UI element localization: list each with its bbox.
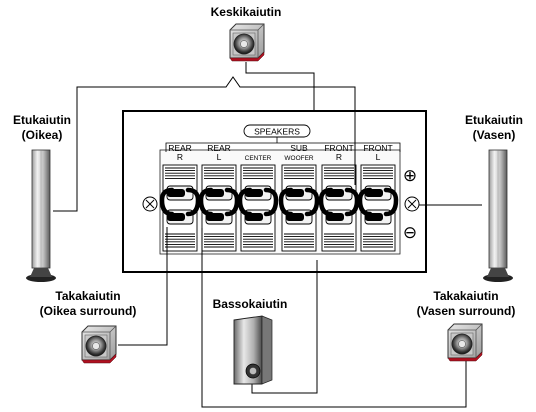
plus-polarity-icon: ⊕ (403, 166, 417, 186)
terminal-channel-label-line1: FRONT (363, 143, 392, 153)
speakers-header-label: SPEAKERS (254, 127, 300, 137)
terminal-channel-label-line2: L (217, 152, 222, 162)
wire-connector-hooks (159, 187, 399, 217)
wire-hook (357, 187, 373, 217)
wire-hook (383, 187, 399, 217)
front-right-speaker-label-line2: (Oikea) (21, 128, 63, 142)
terminal-screw-icon (404, 196, 420, 212)
rear-left-speaker-icon (447, 323, 483, 362)
wire-hook (318, 187, 334, 217)
front-left-speaker-label-line2: (Vasen) (472, 128, 516, 142)
front-left-speaker-label-line1: Etukaiutin (464, 113, 523, 127)
wire-hook (159, 187, 175, 217)
terminal-column: SUB WOOFER (281, 143, 317, 252)
terminal-screw-icon (142, 196, 158, 212)
wire-hook (198, 187, 214, 217)
rear-right-speaker-label-line1: Takakaiutin (55, 289, 121, 303)
terminal-channel-label-line1: FRONT (324, 143, 353, 153)
wire-hook (304, 187, 320, 217)
rear-left-speaker-label: Takakaiutin (Vasen surround) (398, 289, 534, 319)
wire-hook (224, 187, 240, 217)
speaker-wires (53, 62, 482, 408)
rear-left-speaker-label-line2: (Vasen surround) (416, 304, 516, 318)
rear-right-speaker-icon (81, 325, 117, 364)
terminal-channel-label-line2: L (376, 152, 381, 162)
front-right-speaker-label: Etukaiutin (Oikea) (0, 113, 84, 143)
wire-hook (278, 187, 294, 217)
terminal-channel-label-line1: REAR (207, 143, 231, 153)
rear-right-speaker-label: Takakaiutin (Oikea surround) (20, 289, 156, 319)
rear-right-speaker-label-line2: (Oikea surround) (39, 304, 137, 318)
terminal-column-body (201, 164, 237, 252)
front-right-tower-speaker-icon (26, 149, 56, 282)
front-left-tower-speaker-icon (483, 149, 513, 282)
terminal-channel-label-line1: REAR (168, 143, 192, 153)
front-right-speaker-label-line1: Etukaiutin (12, 113, 71, 127)
subwoofer-speaker-icon (233, 315, 273, 385)
rear-left-speaker-label-line1: Takakaiutin (433, 289, 499, 303)
wire-hook (263, 187, 279, 217)
minus-polarity-icon: ⊖ (403, 223, 417, 243)
wire-hook (237, 187, 253, 217)
center-speaker-icon (229, 23, 265, 62)
terminal-channel-label-line2: R (336, 152, 342, 162)
front-left-speaker-label: Etukaiutin (Vasen) (452, 113, 536, 143)
wire-hook (185, 187, 201, 217)
terminal-column-body (360, 164, 396, 252)
terminal-column-body (162, 164, 198, 252)
terminal-channel-label-line2: R (177, 152, 183, 162)
terminal-channel-label-line2: WOOFER (284, 155, 314, 162)
terminal-column-body (281, 164, 317, 252)
terminal-channel-label-line2: CENTER (245, 155, 272, 162)
center-speaker-label: Keskikaiutin (210, 5, 282, 19)
terminal-column-body (240, 164, 276, 252)
subwoofer-speaker-label: Bassokaiutin (212, 297, 288, 311)
terminal-column-body (321, 164, 357, 252)
wire-hook (344, 187, 360, 217)
terminal-column: CENTER (240, 155, 276, 252)
terminal-channel-label-line1: SUB (290, 143, 308, 153)
